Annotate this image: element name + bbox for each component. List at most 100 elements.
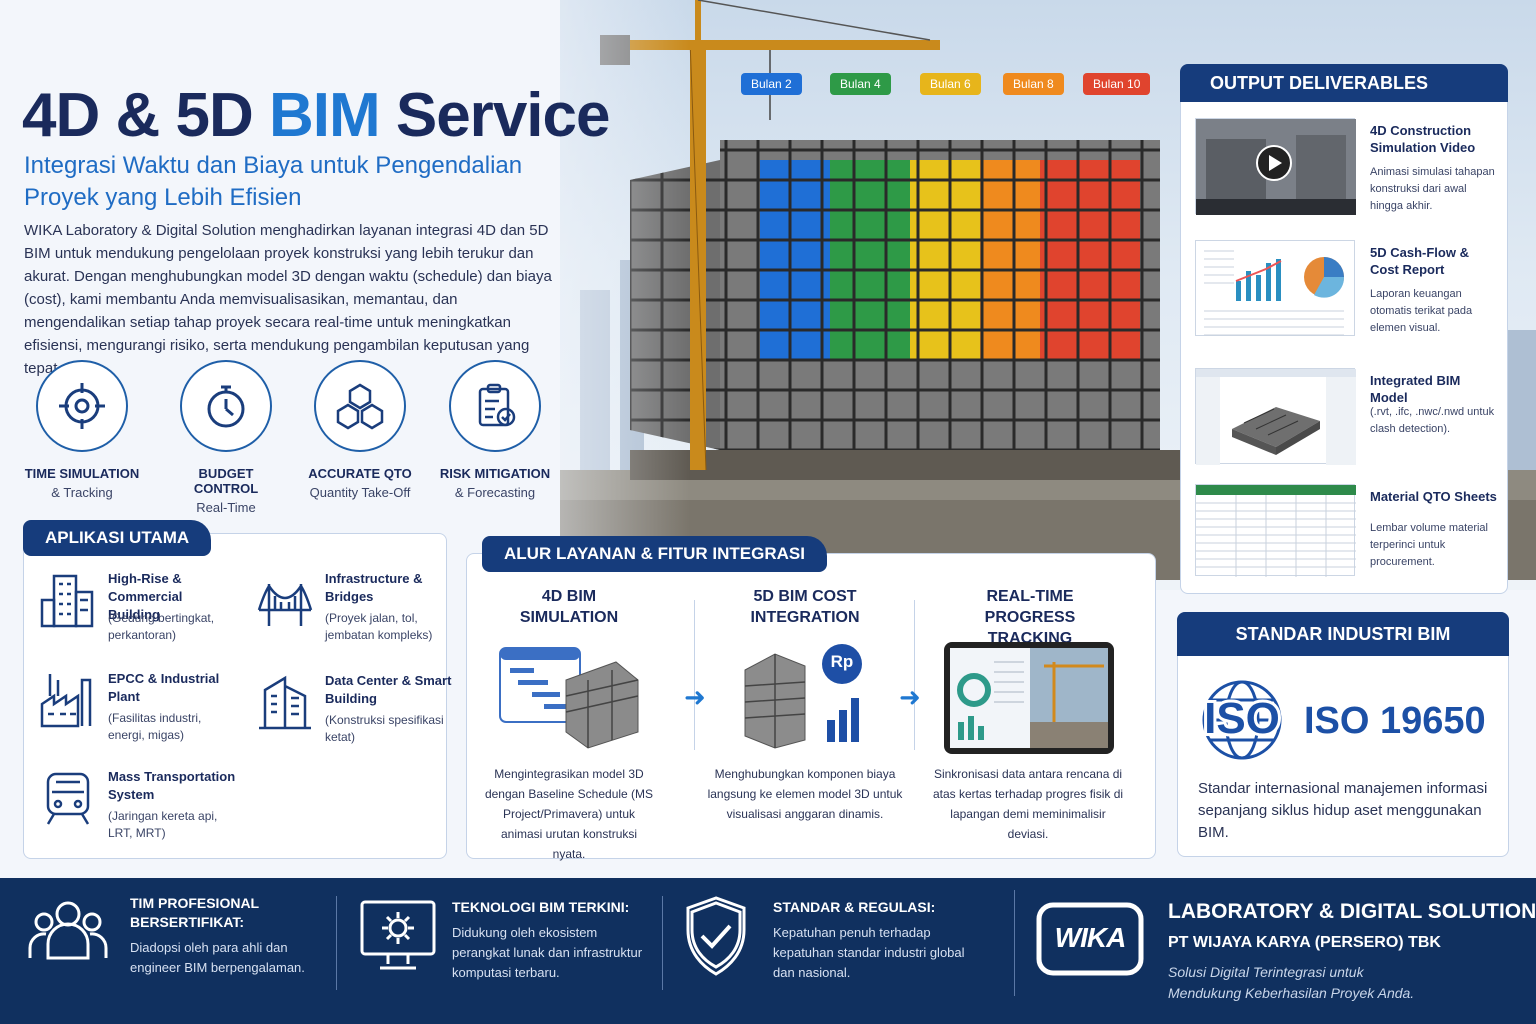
target-icon bbox=[36, 360, 128, 452]
footer-text: Diadopsi oleh para ahli dan engineer BIM… bbox=[130, 940, 305, 975]
iso-globe-icon bbox=[1202, 680, 1282, 760]
deliverable-title: 4D Construction Simulation Video bbox=[1370, 123, 1476, 155]
step-title: 4D BIM SIMULATION bbox=[519, 588, 619, 626]
cubes-icon bbox=[314, 360, 406, 452]
iso-code: ISO 19650 bbox=[1304, 700, 1486, 742]
feature-risk-mitigation: RISK MITIGATION & Forecasting bbox=[435, 360, 555, 500]
train-icon bbox=[46, 772, 90, 825]
footer-text: Didukung oleh ekosistem perangkat lunak … bbox=[452, 925, 643, 980]
app-description: (Gedung bertingkat, perkantoran) bbox=[108, 611, 215, 642]
page-title: 4D & 5D BIM Service bbox=[22, 81, 610, 150]
cost-building-icon bbox=[744, 644, 862, 749]
rupiah-badge: Rp bbox=[830, 652, 854, 671]
arrow-right-icon: ➜ bbox=[684, 682, 706, 712]
bulan-4-label: Bulan 4 bbox=[830, 73, 891, 95]
gantt-calendar-icon bbox=[499, 647, 639, 749]
bridge-icon bbox=[257, 584, 313, 626]
app-description: (Fasilitas industri, energi, migas) bbox=[108, 711, 202, 742]
app-title: Mass Transportation System bbox=[108, 769, 236, 802]
brand-name: LABORATORY & DIGITAL SOLUTION bbox=[1168, 900, 1536, 923]
brand-tagline: Solusi Digital Terintegrasi untuk Menduk… bbox=[1168, 964, 1415, 1001]
feature-title: TIME SIMULATION bbox=[24, 466, 140, 481]
iso-logo-text: ISO bbox=[1201, 691, 1283, 746]
step-text: Mengintegrasikan model 3D dengan Baselin… bbox=[484, 767, 654, 861]
deliverable-title: Material QTO Sheets bbox=[1370, 489, 1497, 504]
divider bbox=[914, 600, 915, 750]
step-text: Menghubungkan komponen biaya langsung ke… bbox=[707, 767, 903, 821]
aplikasi-heading: APLIKASI UTAMA bbox=[23, 520, 212, 556]
video-thumbnail bbox=[1195, 118, 1356, 215]
deliverable-qto-sheets: Material QTO Sheets Lembar volume materi… bbox=[1195, 484, 1497, 584]
feature-subtitle: Real-Time bbox=[196, 500, 256, 515]
bim-model-thumbnail bbox=[1195, 368, 1356, 465]
clipboard-check-icon bbox=[449, 360, 541, 452]
footer-divider bbox=[662, 896, 663, 990]
deliverable-description: Laporan keuangan otomatis terikat pada e… bbox=[1370, 288, 1473, 334]
deliverable-cost-report: 5D Cash-Flow & Cost Report Laporan keuan… bbox=[1195, 240, 1495, 340]
alur-heading: ALUR LAYANAN & FITUR INTEGRASI bbox=[482, 536, 827, 572]
schedule-labels: Bulan 2 Bulan 4 Bulan 6 Bulan 8 Bulan 10 bbox=[741, 73, 1161, 143]
building-icon bbox=[40, 574, 94, 628]
intro-paragraph: WIKA Laboratory & Digital Solution mengh… bbox=[24, 222, 552, 377]
footer-heading: STANDAR & REGULASI: bbox=[773, 899, 936, 915]
feature-subtitle: & Forecasting bbox=[454, 485, 536, 500]
bulan-8-label: Bulan 8 bbox=[1003, 73, 1064, 95]
deliverable-title: 5D Cash-Flow & Cost Report bbox=[1370, 245, 1469, 277]
output-heading: OUTPUT DELIVERABLES bbox=[1180, 64, 1508, 102]
feature-subtitle: Quantity Take-Off bbox=[309, 485, 411, 500]
deliverable-bim-model: Integrated BIM Model (.rvt, .ifc, .nwc/.… bbox=[1195, 368, 1495, 468]
deliverable-title: Integrated BIM Model bbox=[1370, 373, 1461, 405]
bulan-2-label: Bulan 2 bbox=[741, 73, 802, 95]
step-title: REAL-TIME PROGRESS TRACKING bbox=[984, 588, 1076, 647]
aplikasi-panel bbox=[23, 533, 447, 859]
feature-title: ACCURATE QTO bbox=[308, 466, 412, 481]
stopwatch-icon bbox=[180, 360, 272, 452]
feature-title: RISK MITIGATION bbox=[439, 466, 551, 481]
deliverable-description: Lembar volume material terperinci untuk … bbox=[1370, 522, 1488, 568]
standar-description: Standar internasional manajemen informas… bbox=[1198, 780, 1488, 841]
smart-building-icon bbox=[259, 675, 311, 730]
app-description: (Jaringan kereta api, LRT, MRT) bbox=[108, 809, 218, 840]
app-description: (Konstruksi spesifikasi ketat) bbox=[325, 713, 444, 744]
wika-logo-text: WIKA bbox=[1054, 922, 1127, 953]
feature-subtitle: & Tracking bbox=[51, 485, 113, 500]
app-title: EPCC & Industrial Plant bbox=[108, 671, 220, 704]
step-4d-simulation: 4D BIM SIMULATION bbox=[484, 586, 654, 628]
step-5d-cost: 5D BIM COST INTEGRATION bbox=[720, 586, 890, 628]
app-infrastructure: Infrastructure & Bridges (Proyek jalan, … bbox=[255, 570, 445, 642]
footer-text: Kepatuhan penuh terhadap kepatuhan stand… bbox=[773, 925, 965, 980]
wika-logo bbox=[1036, 902, 1144, 976]
spreadsheet-thumbnail bbox=[1195, 484, 1356, 577]
app-title: High-Rise & Commercial Building bbox=[108, 571, 183, 622]
tablet-dashboard-icon bbox=[944, 642, 1114, 754]
shield-check-icon bbox=[686, 896, 746, 976]
feature-title: BUDGET CONTROL bbox=[193, 466, 259, 496]
app-high-rise: High-Rise & Commercial Building (Gedung … bbox=[38, 570, 228, 642]
monitor-gear-icon bbox=[360, 900, 436, 970]
team-icon bbox=[28, 901, 108, 960]
step-description: Menghubungkan komponen biaya langsung ke… bbox=[707, 764, 903, 824]
report-thumbnail bbox=[1195, 240, 1355, 336]
footer-divider bbox=[336, 896, 337, 990]
feature-budget-control: BUDGET CONTROL Real-Time bbox=[166, 360, 286, 515]
step-progress-tracking: REAL-TIME PROGRESS TRACKING bbox=[935, 586, 1125, 649]
deliverable-description: Animasi simulasi tahapan konstruksi dari… bbox=[1370, 166, 1495, 212]
footer-heading: TEKNOLOGI BIM TERKINI: bbox=[452, 899, 630, 915]
bulan-10-label: Bulan 10 bbox=[1083, 73, 1151, 95]
step-text: Sinkronisasi data antara rencana di atas… bbox=[932, 767, 1124, 841]
arrow-right-icon: ➜ bbox=[899, 682, 921, 712]
footer bbox=[0, 878, 1536, 1024]
footer-standards: STANDAR & REGULASI: Kepatuhan penuh terh… bbox=[773, 898, 973, 983]
step-title: 5D BIM COST INTEGRATION bbox=[750, 588, 860, 626]
footer-team: TIM PROFESIONAL BERSERTIFIKAT: Diadopsi … bbox=[130, 894, 330, 978]
app-mass-transportation: Mass Transportation System (Jaringan ker… bbox=[38, 768, 235, 848]
step-description: Sinkronisasi data antara rencana di atas… bbox=[930, 764, 1126, 844]
app-data-center: Data Center & Smart Building (Konstruksi… bbox=[255, 672, 451, 752]
page-subtitle: Integrasi Waktu dan Biaya untuk Pengenda… bbox=[24, 152, 523, 211]
app-title: Infrastructure & Bridges bbox=[325, 571, 423, 604]
app-description: (Proyek jalan, tol, jembatan kompleks) bbox=[325, 611, 433, 642]
footer-technology: TEKNOLOGI BIM TERKINI: Didukung oleh eko… bbox=[452, 898, 648, 983]
feature-accurate-qto: ACCURATE QTO Quantity Take-Off bbox=[300, 360, 420, 500]
app-epcc: EPCC & Industrial Plant (Fasilitas indus… bbox=[38, 670, 228, 750]
feature-time-simulation: TIME SIMULATION & Tracking bbox=[22, 360, 142, 500]
